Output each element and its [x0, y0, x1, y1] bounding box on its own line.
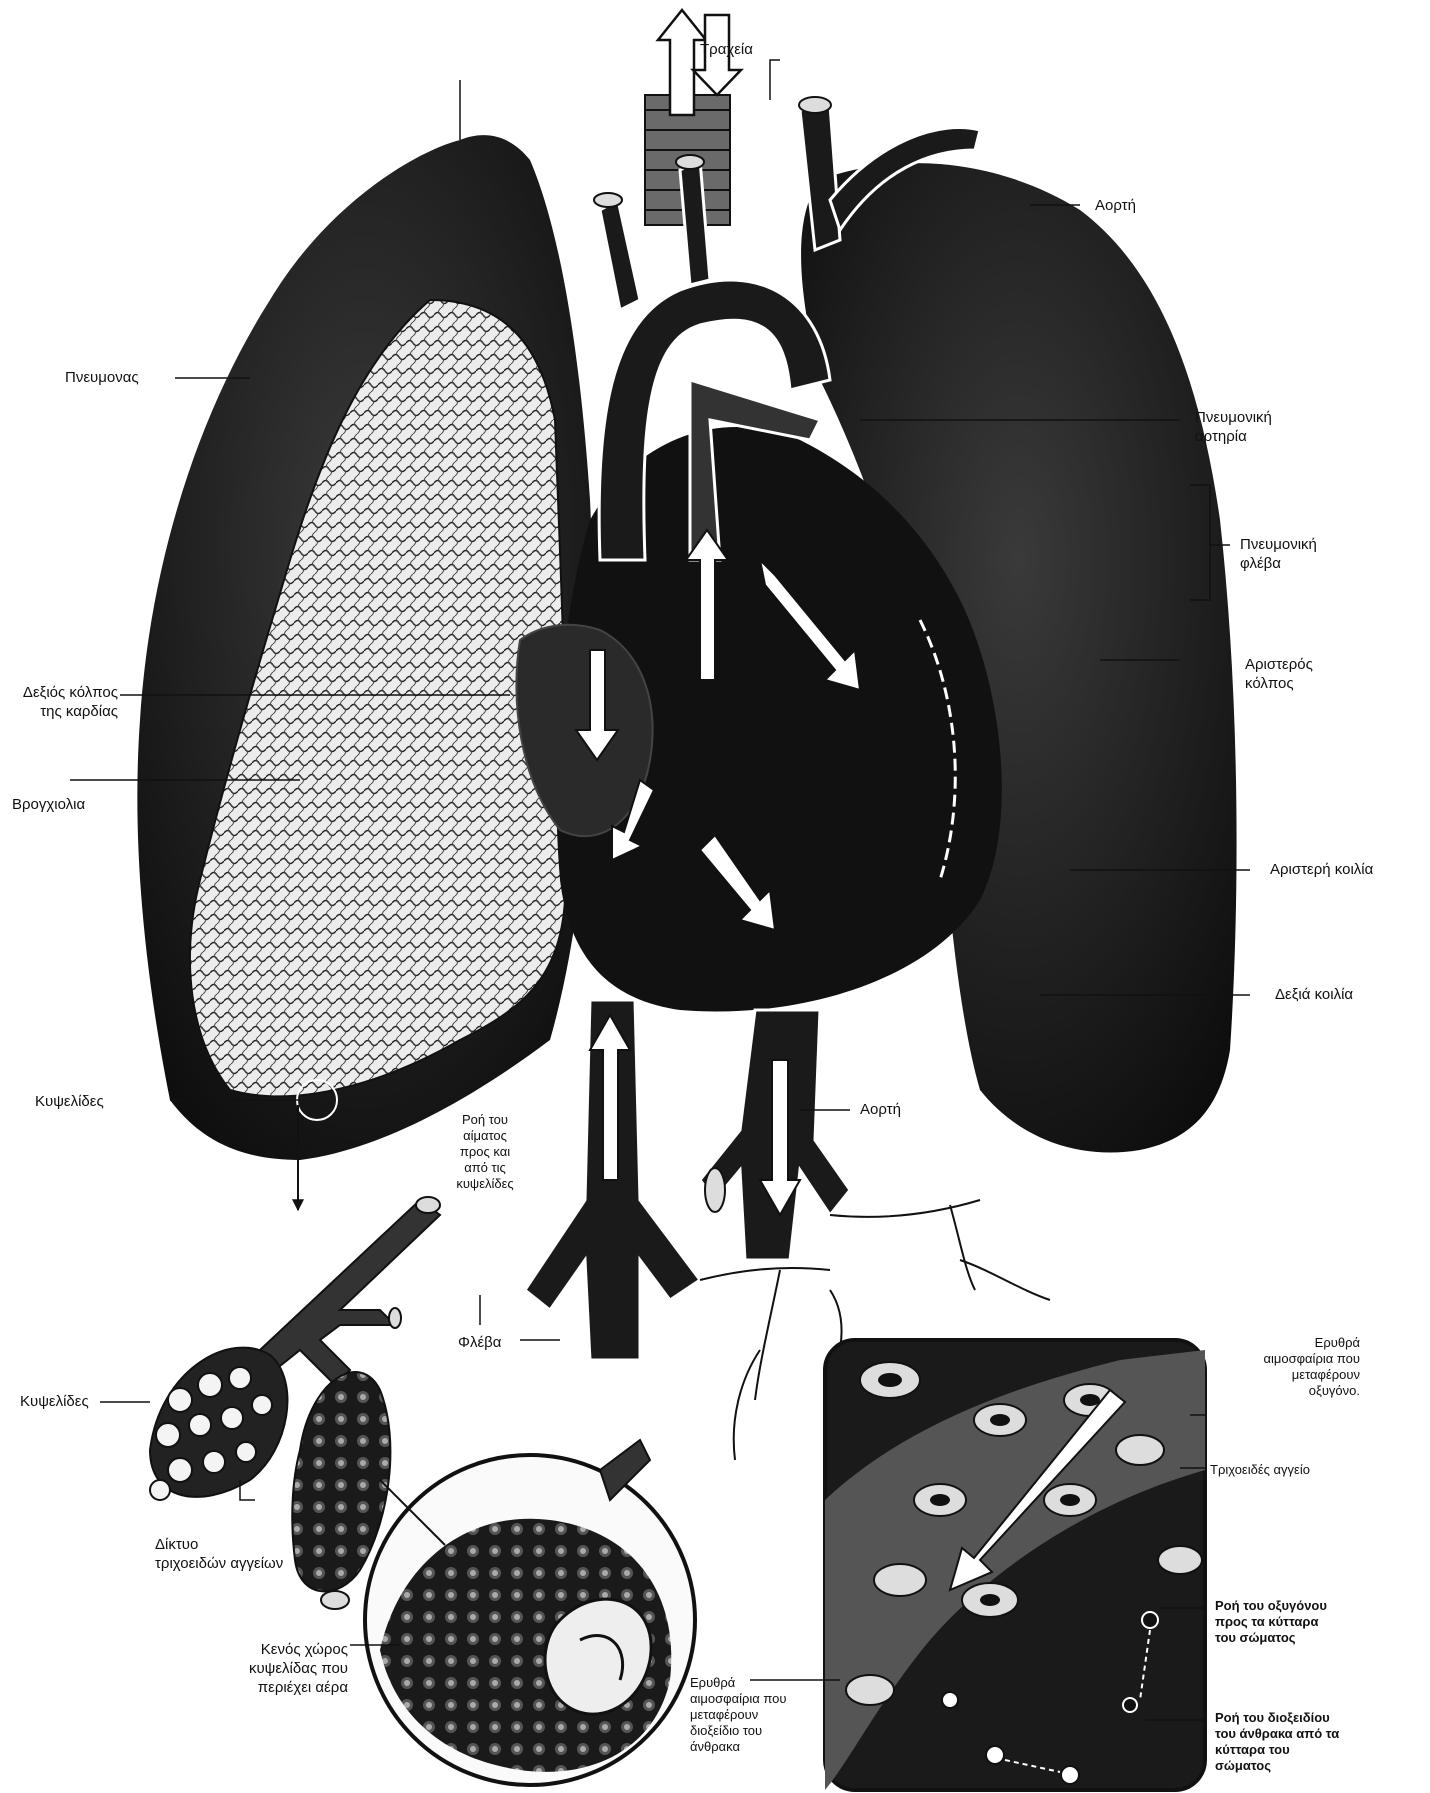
label-aorta-bottom: Αορτή	[860, 1100, 901, 1119]
aorta-branch-cap	[705, 1168, 725, 1212]
vessel-cap-1	[594, 193, 622, 207]
label-lung: Πνευμονας	[65, 368, 139, 387]
alveoli-cluster	[150, 1348, 287, 1500]
label-right-ventricle: Δεξιά κοιλία	[1275, 985, 1353, 1004]
label-trachea: Τραχεία	[700, 40, 753, 59]
vessel-cap-3	[799, 97, 831, 113]
label-vein: Φλέβα	[458, 1333, 501, 1352]
label-alveoli-cluster: Κυψελίδες	[20, 1392, 89, 1411]
label-capillary: Τριχοειδές αγγείο	[1210, 1462, 1310, 1478]
capillary-cap	[321, 1591, 349, 1609]
vessel-cap-2	[676, 155, 704, 169]
capillary-inset	[825, 1340, 1205, 1790]
magnified-alveolus	[365, 1440, 695, 1785]
label-bronchioles: Βρογχιολια	[12, 795, 85, 814]
label-alveoli-top: Κυψελίδες	[35, 1092, 104, 1111]
label-left-ventricle: Αριστερή κοιλία	[1270, 860, 1373, 879]
label-aorta-top: Αορτή	[1095, 196, 1136, 215]
bronchiole-tree	[260, 1197, 440, 1385]
